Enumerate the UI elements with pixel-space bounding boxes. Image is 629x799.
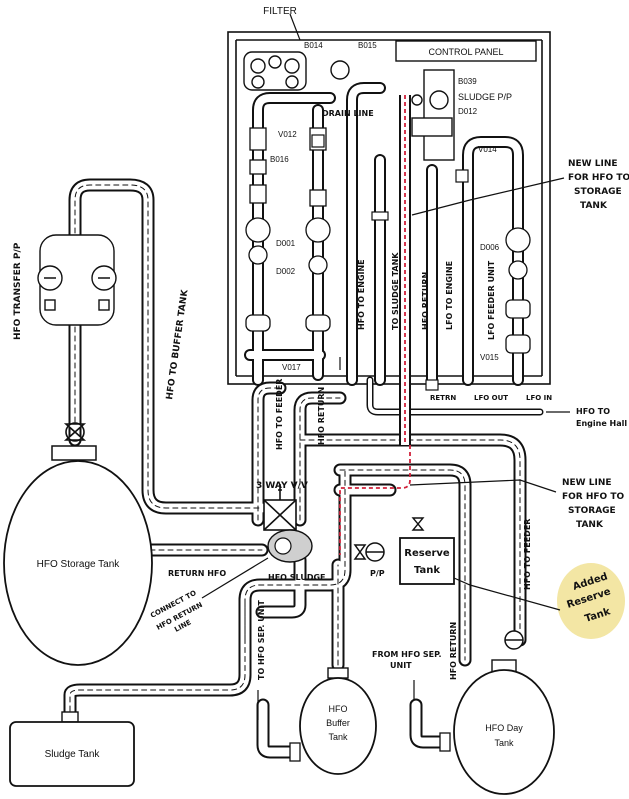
new-line-top-1: NEW LINE xyxy=(568,159,618,169)
buffer-tank-label-2: Buffer xyxy=(326,718,350,728)
hfo-buffer-tank: HFO Buffer Tank xyxy=(299,667,377,775)
lfo-feeder-unit-label: LFO FEEDER UNIT xyxy=(487,260,496,340)
three-way-label: 3 WAY V/V xyxy=(256,481,308,491)
day-tank-valve xyxy=(504,630,524,650)
b016-label: B016 xyxy=(270,155,289,164)
panel-valves xyxy=(245,127,531,354)
day-tank-label-2: Tank xyxy=(494,738,514,748)
buffer-tank-label-1: HFO xyxy=(329,704,348,714)
v017-label: V017 xyxy=(282,363,301,372)
new-line-top-3: STORAGE xyxy=(574,187,622,197)
added-reserve-callout: Added Reserve Tank xyxy=(557,563,625,639)
b015-label: B015 xyxy=(358,41,377,50)
pp-label: P/P xyxy=(370,569,385,578)
d002-label: D002 xyxy=(276,267,296,276)
hfo-to-engine-label: HFO TO ENGINE xyxy=(357,259,366,330)
filter-label: FILTER xyxy=(263,6,297,17)
panel-hfo-return-label: HFO RETURN xyxy=(421,272,430,330)
hfo-day-tank: HFO Day Tank xyxy=(453,659,555,795)
new-line-top-2: FOR HFO TO xyxy=(568,173,629,183)
b039-label: B039 xyxy=(458,77,477,86)
sludge-tank-label: Sludge Tank xyxy=(45,749,101,760)
pipe-network xyxy=(63,178,527,759)
filter-assembly xyxy=(243,51,350,91)
hfo-to-feeder-right-label: HFO TO FEEDER xyxy=(523,519,532,590)
lfo-to-engine-label: LFO TO ENGINE xyxy=(445,261,454,330)
buffer-tank-label-3: Tank xyxy=(328,732,348,742)
storage-tank-label: HFO Storage Tank xyxy=(37,559,121,570)
leader-lines xyxy=(201,13,570,720)
to-sludge-tank-label: TO SLUDGE TANK xyxy=(391,252,400,330)
hfo-storage-tank: HFO Storage Tank xyxy=(3,445,153,666)
fuel-skid-frame xyxy=(227,31,551,385)
storage-outlet-valve xyxy=(63,422,87,442)
sludge-pp-label: SLUDGE P/P xyxy=(458,92,512,102)
reserve-tank-label-1: Reserve xyxy=(404,548,450,559)
new-line-bot-4: TANK xyxy=(576,520,604,530)
three-way-valve xyxy=(263,484,297,531)
engine-hall-line-1: HFO TO xyxy=(576,407,610,416)
transfer-pump-assembly xyxy=(37,234,117,326)
sludge-tank: Sludge Tank xyxy=(9,711,135,787)
hfo-sludge-label: HFO SLUDGE xyxy=(268,573,326,582)
to-hfo-sep-label: TO HFO SEP. UNIT xyxy=(257,600,266,680)
v015-label: V015 xyxy=(480,353,499,362)
control-panel-box: CONTROL PANEL xyxy=(395,40,537,62)
d006-label: D006 xyxy=(480,243,500,252)
day-tank-label-1: HFO Day xyxy=(485,723,523,733)
transfer-pp-label: HFO TRANSFER P/P xyxy=(13,242,23,340)
drain-line-label: DRAIN LINE xyxy=(322,109,374,118)
reserve-tank-label-2: Tank xyxy=(414,565,440,576)
from-hfo-sep-2: UNIT xyxy=(390,661,412,670)
panel-small-valves xyxy=(311,134,469,391)
b014-label: B014 xyxy=(304,41,323,50)
return-hfo-label: RETURN HFO xyxy=(168,569,226,578)
panel-labels: FILTER B014 B015 B039 SLUDGE P/P D012 DR… xyxy=(263,6,552,402)
reserve-tank: Reserve Tank xyxy=(399,537,455,585)
d001-label: D001 xyxy=(276,239,296,248)
reserve-tank-valve xyxy=(411,517,425,531)
v012-label: V012 xyxy=(278,130,297,139)
sludge-pump xyxy=(267,529,313,563)
new-line-top-4: TANK xyxy=(580,201,608,211)
reserve-pump xyxy=(353,542,385,562)
buffer-inlet-valve xyxy=(289,732,451,762)
lfo-in-label: LFO IN xyxy=(526,394,552,402)
new-line-bot-3: STORAGE xyxy=(568,506,616,516)
hfo-return-right-label: HFO RETURN xyxy=(449,622,458,680)
from-hfo-sep-1: FROM HFO SEP. xyxy=(372,650,442,659)
new-line-bot-2: FOR HFO TO xyxy=(562,492,624,502)
d012-label: D012 xyxy=(458,107,478,116)
new-red-line xyxy=(339,95,411,555)
new-line-bot-1: NEW LINE xyxy=(562,478,612,488)
hfo-to-feeder-left-label: HFO TO FEEDER xyxy=(275,379,284,450)
control-panel-label: CONTROL PANEL xyxy=(428,47,503,57)
engine-hall-line-2: Engine Hall xyxy=(576,419,627,428)
sludge-pump-panel xyxy=(411,69,455,161)
hfo-return-mid-label: HFO RETURN xyxy=(317,387,326,445)
v014-label: V014 xyxy=(478,145,497,154)
retrn-label: RETRN xyxy=(430,394,456,402)
lfo-out-label: LFO OUT xyxy=(474,394,508,402)
